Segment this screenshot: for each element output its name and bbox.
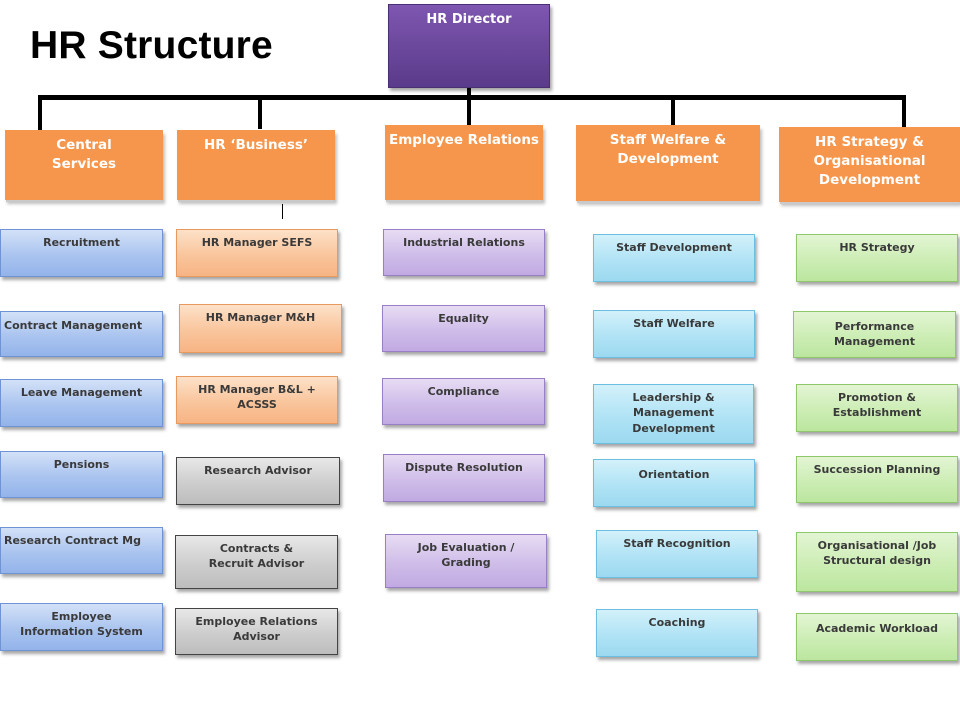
item-employee-relations-advisor: Employee Relations Advisor — [175, 608, 338, 655]
connector-drop-hr-strategy — [902, 95, 906, 130]
page-title: HR Structure — [30, 24, 273, 67]
connector-horizontal-bus — [38, 95, 906, 100]
dept-central-services: Central Services — [5, 130, 163, 200]
connector-drop-hr-business — [258, 95, 262, 129]
item-contract-management: Contract Management — [0, 311, 163, 357]
dept-hr-strategy-org-development: HR Strategy & Organisational Development — [779, 127, 960, 202]
item-contracts-recruit-advisor: Contracts & Recruit Advisor — [175, 535, 338, 589]
item-staff-welfare: Staff Welfare — [593, 310, 755, 358]
item-succession-planning: Succession Planning — [796, 456, 958, 503]
dept-employee-relations: Employee Relations — [385, 125, 543, 200]
item-research-advisor: Research Advisor — [176, 457, 340, 505]
item-hr-manager-mh: HR Manager M&H — [179, 304, 342, 353]
item-leave-management: Leave Management — [0, 379, 163, 427]
dept-hr-business: HR ‘Business’ — [177, 130, 335, 200]
item-pensions: Pensions — [0, 451, 163, 498]
item-hr-manager-sefs: HR Manager SEFS — [176, 229, 338, 277]
item-leadership-management-development: Leadership & Management Development — [593, 384, 754, 444]
item-academic-workload: Academic Workload — [796, 613, 958, 661]
connector-drop-central-services — [38, 95, 42, 131]
item-staff-recognition: Staff Recognition — [596, 530, 758, 578]
item-hr-strategy: HR Strategy — [796, 234, 958, 282]
item-staff-development: Staff Development — [593, 234, 755, 282]
item-performance-management: Performance Management — [793, 311, 956, 358]
hr-director-box: HR Director — [388, 4, 550, 88]
connector-drop-employee-relations — [467, 95, 471, 126]
item-employee-information-system: Employee Information System — [0, 603, 163, 651]
item-promotion-establishment: Promotion & Establishment — [796, 384, 958, 432]
item-compliance: Compliance — [382, 378, 545, 425]
item-dispute-resolution: Dispute Resolution — [383, 454, 545, 502]
dept-staff-welfare-development: Staff Welfare & Development — [576, 125, 760, 201]
connector-drop-staff-welfare — [671, 95, 675, 126]
connector-vertical-director — [467, 88, 471, 98]
item-equality: Equality — [382, 305, 545, 352]
connector-hr-business-sub — [282, 204, 283, 219]
item-recruitment: Recruitment — [0, 229, 163, 277]
item-job-evaluation-grading: Job Evaluation / Grading — [385, 534, 547, 588]
item-orientation: Orientation — [593, 459, 755, 507]
item-hr-manager-bl-acsss: HR Manager B&L + ACSSS — [176, 376, 338, 424]
item-industrial-relations: Industrial Relations — [383, 229, 545, 276]
item-research-contract-mg: Research Contract Mg — [0, 527, 163, 574]
item-coaching: Coaching — [596, 609, 758, 657]
item-organisational-job-structural-design: Organisational /Job Structural design — [796, 532, 958, 592]
